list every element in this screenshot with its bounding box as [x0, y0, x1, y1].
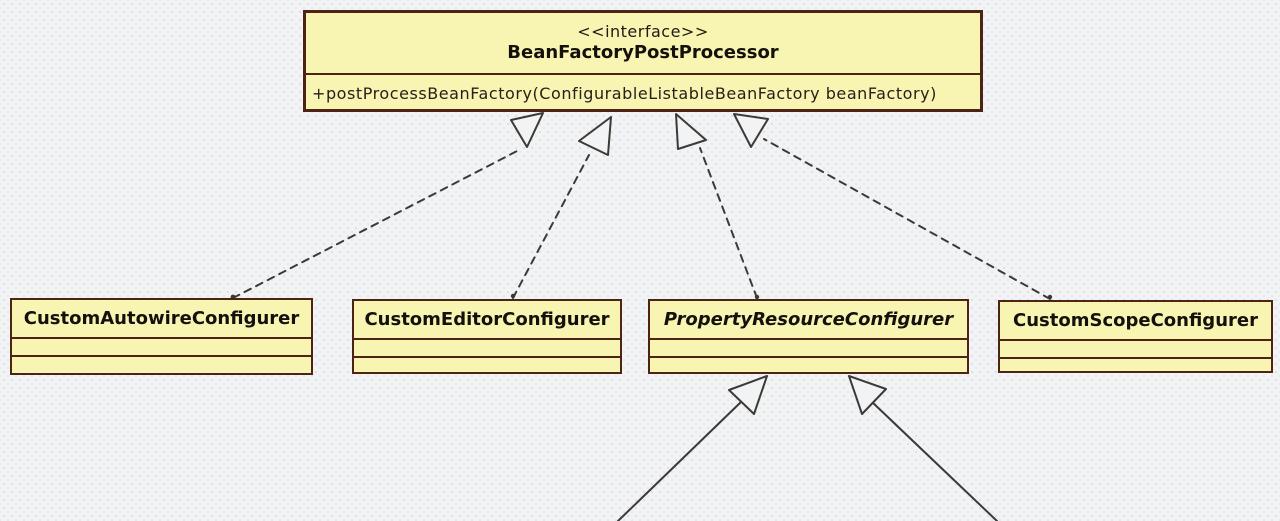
attributes-compartment — [12, 337, 311, 355]
operations-compartment — [1000, 357, 1271, 375]
interface-name: BeanFactoryPostProcessor — [507, 41, 779, 63]
class-box-customscopeconfigurer: CustomScopeConfigurer — [998, 300, 1273, 373]
class-box-beanfactorypostprocessor: <<interface>> BeanFactoryPostProcessor +… — [303, 10, 983, 112]
realization-arrowhead-icon — [733, 113, 769, 148]
connector-endpoint-dot — [1047, 294, 1053, 300]
class-box-propertyresourceconfigurer: PropertyResourceConfigurer — [648, 299, 969, 374]
realization-arrowhead-icon — [578, 116, 612, 156]
generalization-arrowhead-icon — [848, 375, 887, 415]
operations-compartment — [12, 355, 311, 373]
realization-line-custom-editor — [512, 154, 590, 299]
interface-methods-compartment: +postProcessBeanFactory(ConfigurableList… — [306, 75, 980, 111]
connector-endpoint-dot — [510, 293, 516, 299]
attributes-compartment — [354, 338, 620, 356]
interface-stereotype: <<interface>> — [577, 21, 709, 41]
class-name: CustomScopeConfigurer — [1013, 310, 1258, 331]
class-title: CustomScopeConfigurer — [1000, 302, 1271, 339]
generalization-line-right — [871, 401, 998, 521]
realization-arrowhead-icon — [675, 113, 707, 150]
generalization-line-left — [617, 400, 743, 521]
connector-endpoint-dot — [754, 294, 760, 300]
realization-arrowhead-icon — [510, 112, 544, 148]
attributes-compartment — [1000, 339, 1271, 357]
class-title: PropertyResourceConfigurer — [650, 301, 967, 338]
realization-line-custom-autowire — [232, 148, 522, 299]
operations-compartment — [354, 356, 620, 374]
class-box-customautowireconfigurer: CustomAutowireConfigurer — [10, 298, 313, 375]
class-name: PropertyResourceConfigurer — [663, 309, 954, 330]
realization-line-custom-scope — [763, 138, 1051, 300]
realization-line-property-resource — [699, 147, 758, 299]
generalization-arrowhead-icon — [728, 375, 768, 415]
class-box-customeditorconfigurer: CustomEditorConfigurer — [352, 299, 622, 374]
class-title: CustomEditorConfigurer — [354, 301, 620, 338]
class-name: CustomAutowireConfigurer — [23, 308, 300, 329]
class-title: CustomAutowireConfigurer — [12, 300, 311, 337]
operations-compartment — [650, 356, 967, 374]
class-name: CustomEditorConfigurer — [364, 309, 610, 330]
interface-method: +postProcessBeanFactory(ConfigurableList… — [312, 83, 937, 103]
attributes-compartment — [650, 338, 967, 356]
interface-header: <<interface>> BeanFactoryPostProcessor — [306, 13, 980, 75]
